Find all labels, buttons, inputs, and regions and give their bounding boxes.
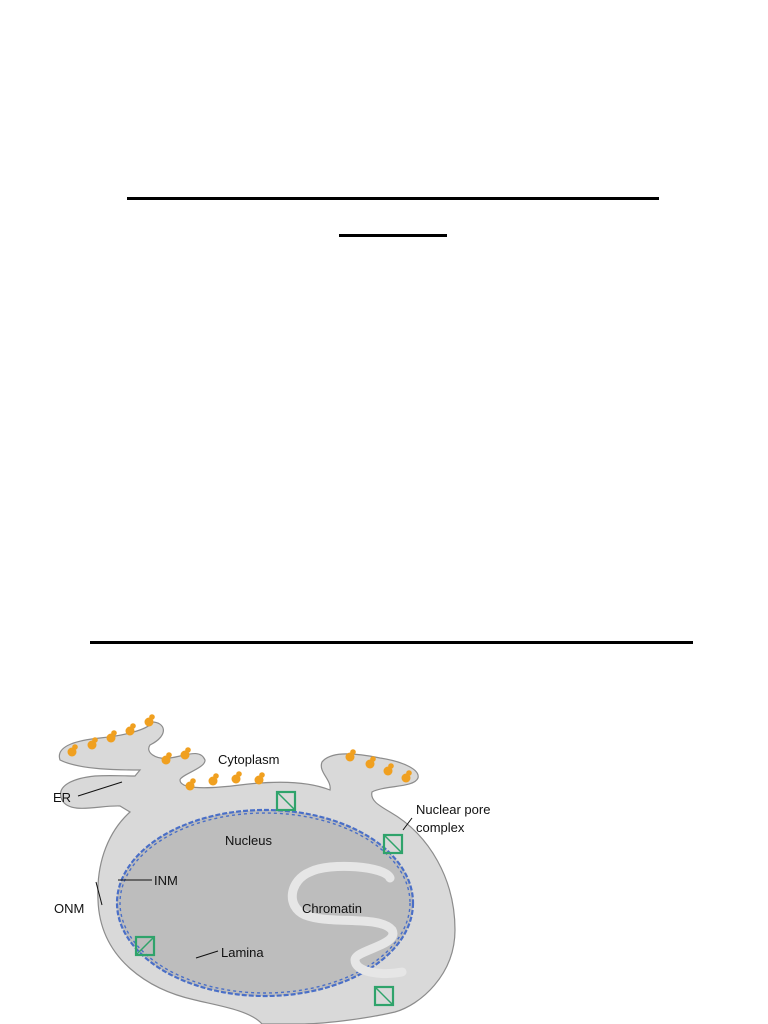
lamina-line-inner — [119, 812, 411, 994]
label-nuclear-pore-line2: complex — [416, 820, 465, 835]
horizontal-rule-short — [339, 234, 447, 237]
ribosome-icon — [254, 772, 265, 785]
ribosome-icon — [401, 770, 412, 783]
label-lamina: Lamina — [221, 945, 264, 960]
ribosome-icon — [144, 714, 155, 727]
ribosome-icon — [125, 723, 136, 736]
ribosome-icon — [345, 749, 356, 762]
label-nucleus: Nucleus — [225, 833, 272, 848]
label-nuclear-pore-line1: Nuclear pore — [416, 802, 490, 817]
ribosome-icon — [231, 771, 242, 784]
ribosomes — [67, 714, 412, 791]
label-cytoplasm: Cytoplasm — [218, 752, 279, 767]
ribosome-icon — [180, 747, 191, 760]
ribosome-icon — [106, 730, 117, 743]
ribosome-icon — [208, 773, 219, 786]
nucleus-diagram: Cytoplasm ER Nucleus Nuclear pore comple… — [53, 714, 490, 1024]
nuclear-pore-icon — [134, 935, 156, 957]
lamina-line — [115, 808, 415, 998]
ribosome-icon — [87, 737, 98, 750]
nucleoplasm — [117, 810, 413, 996]
nuclear-pore-icon — [373, 985, 395, 1007]
ribosome-icon — [161, 752, 172, 765]
ribosome-icon — [185, 778, 196, 791]
label-inm: INM — [154, 873, 178, 888]
label-er: ER — [53, 790, 71, 805]
nuclear-pores — [134, 790, 404, 1007]
horizontal-rule-top — [127, 197, 659, 200]
label-chromatin: Chromatin — [302, 901, 362, 916]
nuclear-pore-icon — [275, 790, 297, 812]
leader-lines — [77, 781, 413, 959]
ribosome-icon — [365, 756, 376, 769]
horizontal-rule-bottom — [90, 641, 693, 644]
nuclear-pore-icon — [382, 833, 404, 855]
chromatin-fiber — [287, 861, 407, 978]
label-onm: ONM — [54, 901, 84, 916]
ribosome-icon — [383, 763, 394, 776]
ribosome-icon — [67, 744, 78, 757]
